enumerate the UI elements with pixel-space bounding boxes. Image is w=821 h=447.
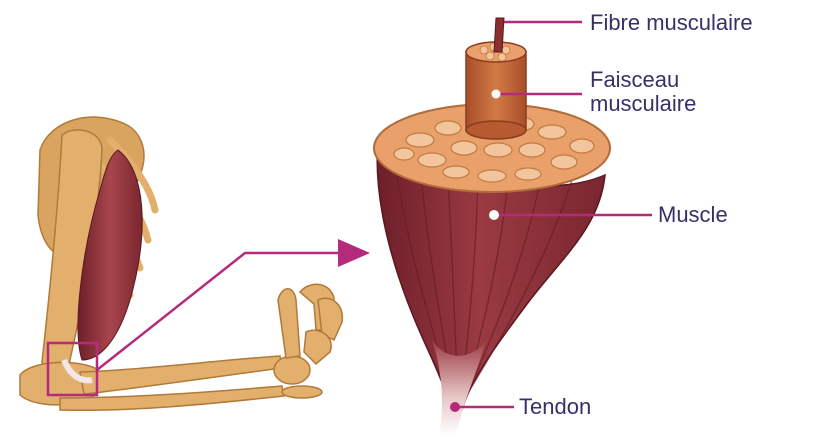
arm-skeleton [20,117,342,410]
label-tendon: Tendon [519,395,591,419]
tendon-marker [450,402,460,412]
muscle-illustration [374,18,610,435]
label-faisceau-line2: musculaire [590,92,696,116]
label-muscle: Muscle [658,203,728,227]
muscle-fibre [494,18,504,52]
arrow-icon [338,239,370,267]
label-fibre-musculaire: Fibre musculaire [590,11,753,35]
fascicle-marker [492,90,501,99]
label-faisceau-musculaire: Faisceau musculaire [590,68,696,116]
label-faisceau-line1: Faisceau [590,68,696,92]
muscle-marker [489,210,499,220]
